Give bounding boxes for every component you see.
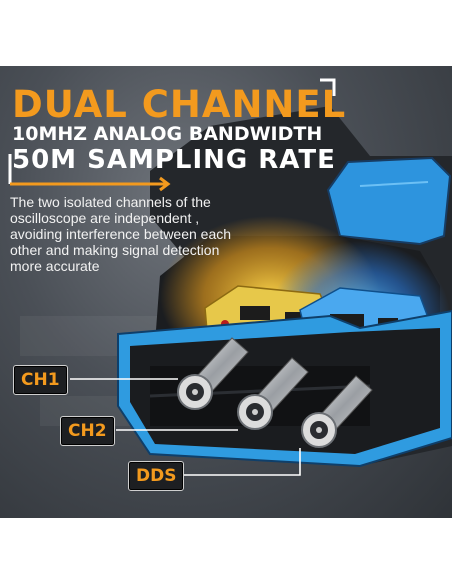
product-banner: DUAL CHANNEL 10MHZ ANALOG BANDWIDTH 50M …	[0, 66, 452, 518]
port-label-dds: DDS	[128, 461, 185, 491]
callout-lines	[70, 378, 301, 476]
bnc-connector-ch2	[237, 357, 309, 430]
headline-sampling-rate: 50M SAMPLING RATE	[12, 145, 336, 175]
port-label-ch2: CH2	[60, 416, 115, 446]
headline-bandwidth: 10MHZ ANALOG BANDWIDTH	[12, 123, 323, 145]
headline-frame	[8, 78, 336, 192]
port-label-ch1: CH1	[13, 365, 68, 395]
bnc-connector-dds	[301, 375, 373, 448]
description-text: The two isolated channels of the oscillo…	[10, 194, 232, 274]
device-button	[326, 156, 452, 246]
oscilloscope-illustration	[8, 78, 452, 476]
bnc-connector-ch1	[177, 337, 249, 410]
headline-title: DUAL CHANNEL	[12, 83, 347, 126]
